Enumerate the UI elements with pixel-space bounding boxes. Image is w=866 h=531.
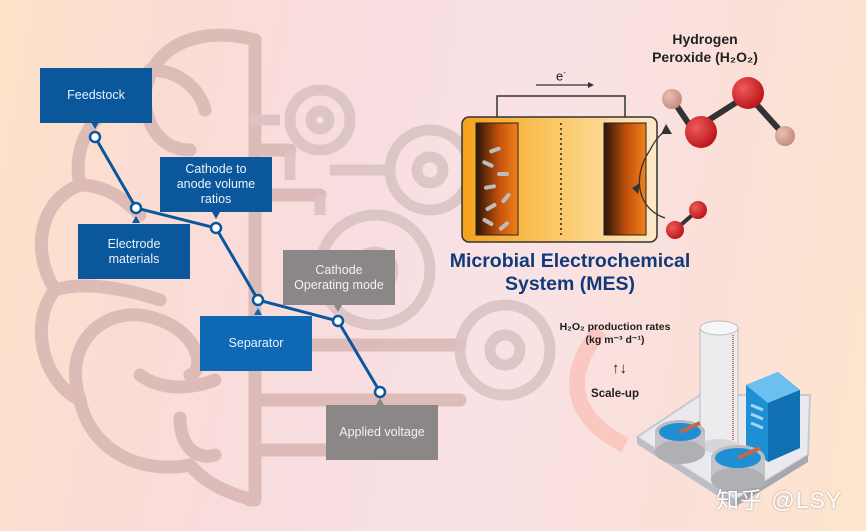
flow-node-electrode-materials: Electrode materials — [78, 224, 190, 279]
o2-molecule-icon — [666, 201, 707, 239]
electron-symbol: e — [556, 68, 564, 84]
scale-up-label: Scale-up — [591, 388, 639, 400]
up-down-arrows-icon: ↑↓ — [612, 360, 627, 377]
electron-charge: - — [563, 68, 566, 77]
production-rate-label: H₂O₂ production rates (kg m⁻³ d⁻¹) — [555, 321, 675, 347]
flowchart-connector — [88, 122, 387, 405]
flow-node-applied-voltage: Applied voltage — [326, 405, 438, 460]
production-rate-line1: H₂O₂ production rates — [559, 321, 671, 333]
flow-node-cathode-anode-ratio: Cathode to anode volume ratios — [160, 157, 272, 212]
scaleup-arc-arrow-icon — [569, 325, 629, 453]
flow-node-dot — [88, 130, 102, 144]
flow-node-dot — [331, 314, 345, 328]
flow-node-dot — [251, 293, 265, 307]
flow-node-dot — [373, 385, 387, 399]
flow-node-dot — [209, 221, 223, 235]
production-rate-unit: (kg m⁻³ d⁻¹) — [585, 334, 645, 346]
bacteria-icons — [482, 146, 511, 231]
treatment-plant-icon — [635, 320, 812, 507]
h2o2-label-line1: Hydrogen — [672, 31, 738, 47]
watermark: 知乎 @LSY — [716, 487, 843, 513]
mes-cell-diagram — [461, 82, 672, 243]
flow-node-cathode-operating-mode: Cathode Operating mode — [283, 250, 395, 305]
flow-node-dot — [129, 201, 143, 215]
h2o2-label: Hydrogen Peroxide (H₂O₂) — [645, 30, 765, 66]
h2o2-molecule-icon — [662, 77, 795, 148]
electron-flow-label: e- — [556, 68, 566, 83]
mes-title: Microbial Electrochemical System (MES) — [449, 250, 691, 295]
flow-node-separator: Separator — [200, 316, 312, 371]
h2o2-label-line2: Peroxide (H₂O₂) — [652, 49, 758, 65]
flow-node-feedstock: Feedstock — [40, 68, 152, 123]
